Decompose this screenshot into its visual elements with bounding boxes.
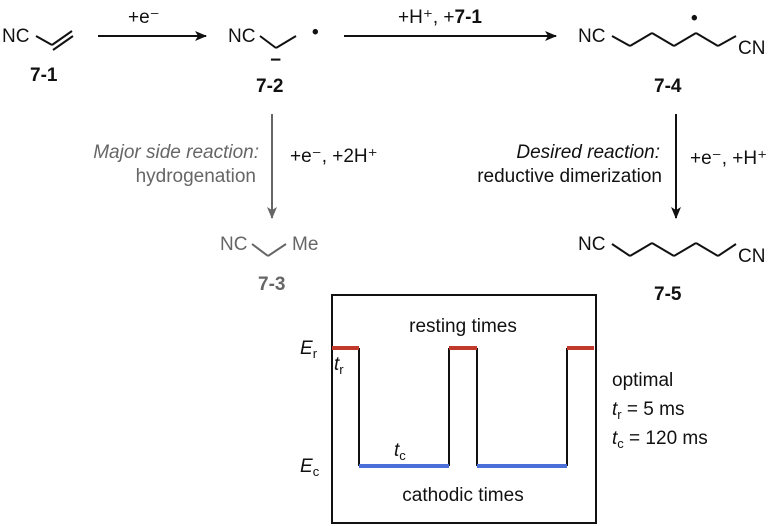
optimal-conditions: optimal tr = 5 ms tc = 120 ms [612,370,708,451]
t-cath-label: tc [394,440,406,463]
arrow-3-reagent: +e⁻, +2H⁺ [290,146,378,167]
c3-group-left: NC [220,234,247,255]
cathodic-times-label: cathodic times [402,485,523,506]
t-cath-sub: c [399,448,406,463]
c1-bonds [35,30,74,51]
arrow-4-title: Desired reaction: [516,142,660,163]
waveform-frame [331,294,597,524]
optimal-tr: tr = 5 ms [612,399,684,422]
compound-7-4: NC • CN 7-4 [578,8,765,97]
c5-bonds [611,242,737,257]
waveform-transitions [358,348,568,466]
arrow-2-reagent-prefix: +H⁺, + [398,7,455,28]
c2-charge: − [270,50,281,71]
c4-group-right: CN [738,38,765,59]
optimal-tr-value: = 5 ms [622,399,685,420]
optimal-heading: optimal [612,370,673,391]
c4-radical: • [691,8,698,29]
optimal-tc-sub: c [617,436,624,451]
c4-id: 7-4 [654,76,682,97]
optimal-tc-value: = 120 ms [624,428,708,449]
arrow-3-title: Major side reaction: [93,142,259,163]
arrow-1-reagent: +e⁻ [128,7,160,28]
arrow-4: +e⁻, +H⁺ Desired reaction: reductive dim… [477,114,767,219]
c5-group-right: CN [738,246,765,267]
optimal-tc: tc = 120 ms [612,428,708,451]
e-cath-main: E [300,456,313,477]
c2-radical: • [312,22,319,43]
t-rest-label: tr [334,354,344,377]
c2-group: NC [228,26,255,47]
e-rest-sub: r [313,346,318,361]
compound-7-5: NC CN 7-5 [578,234,765,305]
optimal-tc-main: t [612,428,618,449]
e-cath-sub: c [313,464,320,479]
e-rest-main: E [300,338,313,359]
arrow-4-subtitle: reductive dimerization [477,166,662,187]
c4-bonds [611,32,737,47]
optimal-tr-main: t [612,399,618,420]
optimal-tr-sub: r [617,407,622,422]
c3-group-right: Me [292,234,318,255]
arrow-2-reagent: +H⁺, +7-1 [398,7,482,28]
c4-group-left: NC [578,26,605,47]
e-cath-label: Ec [300,456,320,479]
t-rest-main: t [334,354,340,375]
arrow-2-reagent-bold: 7-1 [455,7,483,28]
arrow-3: +e⁻, +2H⁺ Major side reaction: hydrogena… [93,114,378,219]
c1-id: 7-1 [30,65,58,86]
c3-bonds [251,243,287,257]
c2-id: 7-2 [256,76,283,97]
arrow-1: +e⁻ [98,7,207,41]
compound-7-3: NC Me 7-3 [220,234,318,295]
c1-group: NC [2,26,29,47]
c5-id: 7-5 [654,284,682,305]
t-rest-sub: r [339,362,344,377]
c5-group-left: NC [578,234,605,255]
arrow-3-subtitle: hydrogenation [136,166,256,187]
waveform-panel: resting times cathodic times tr tc [331,294,597,524]
arrow-2: +H⁺, +7-1 [344,7,557,41]
e-rest-label: Er [300,338,318,361]
compound-7-2: NC − • 7-2 [228,22,319,97]
c2-bonds [259,35,297,49]
t-cath-main: t [394,440,400,461]
c3-id: 7-3 [258,274,285,295]
resting-times-label: resting times [409,316,517,337]
arrow-4-reagent: +e⁻, +H⁺ [690,148,767,169]
compound-7-1: NC 7-1 [2,26,74,86]
